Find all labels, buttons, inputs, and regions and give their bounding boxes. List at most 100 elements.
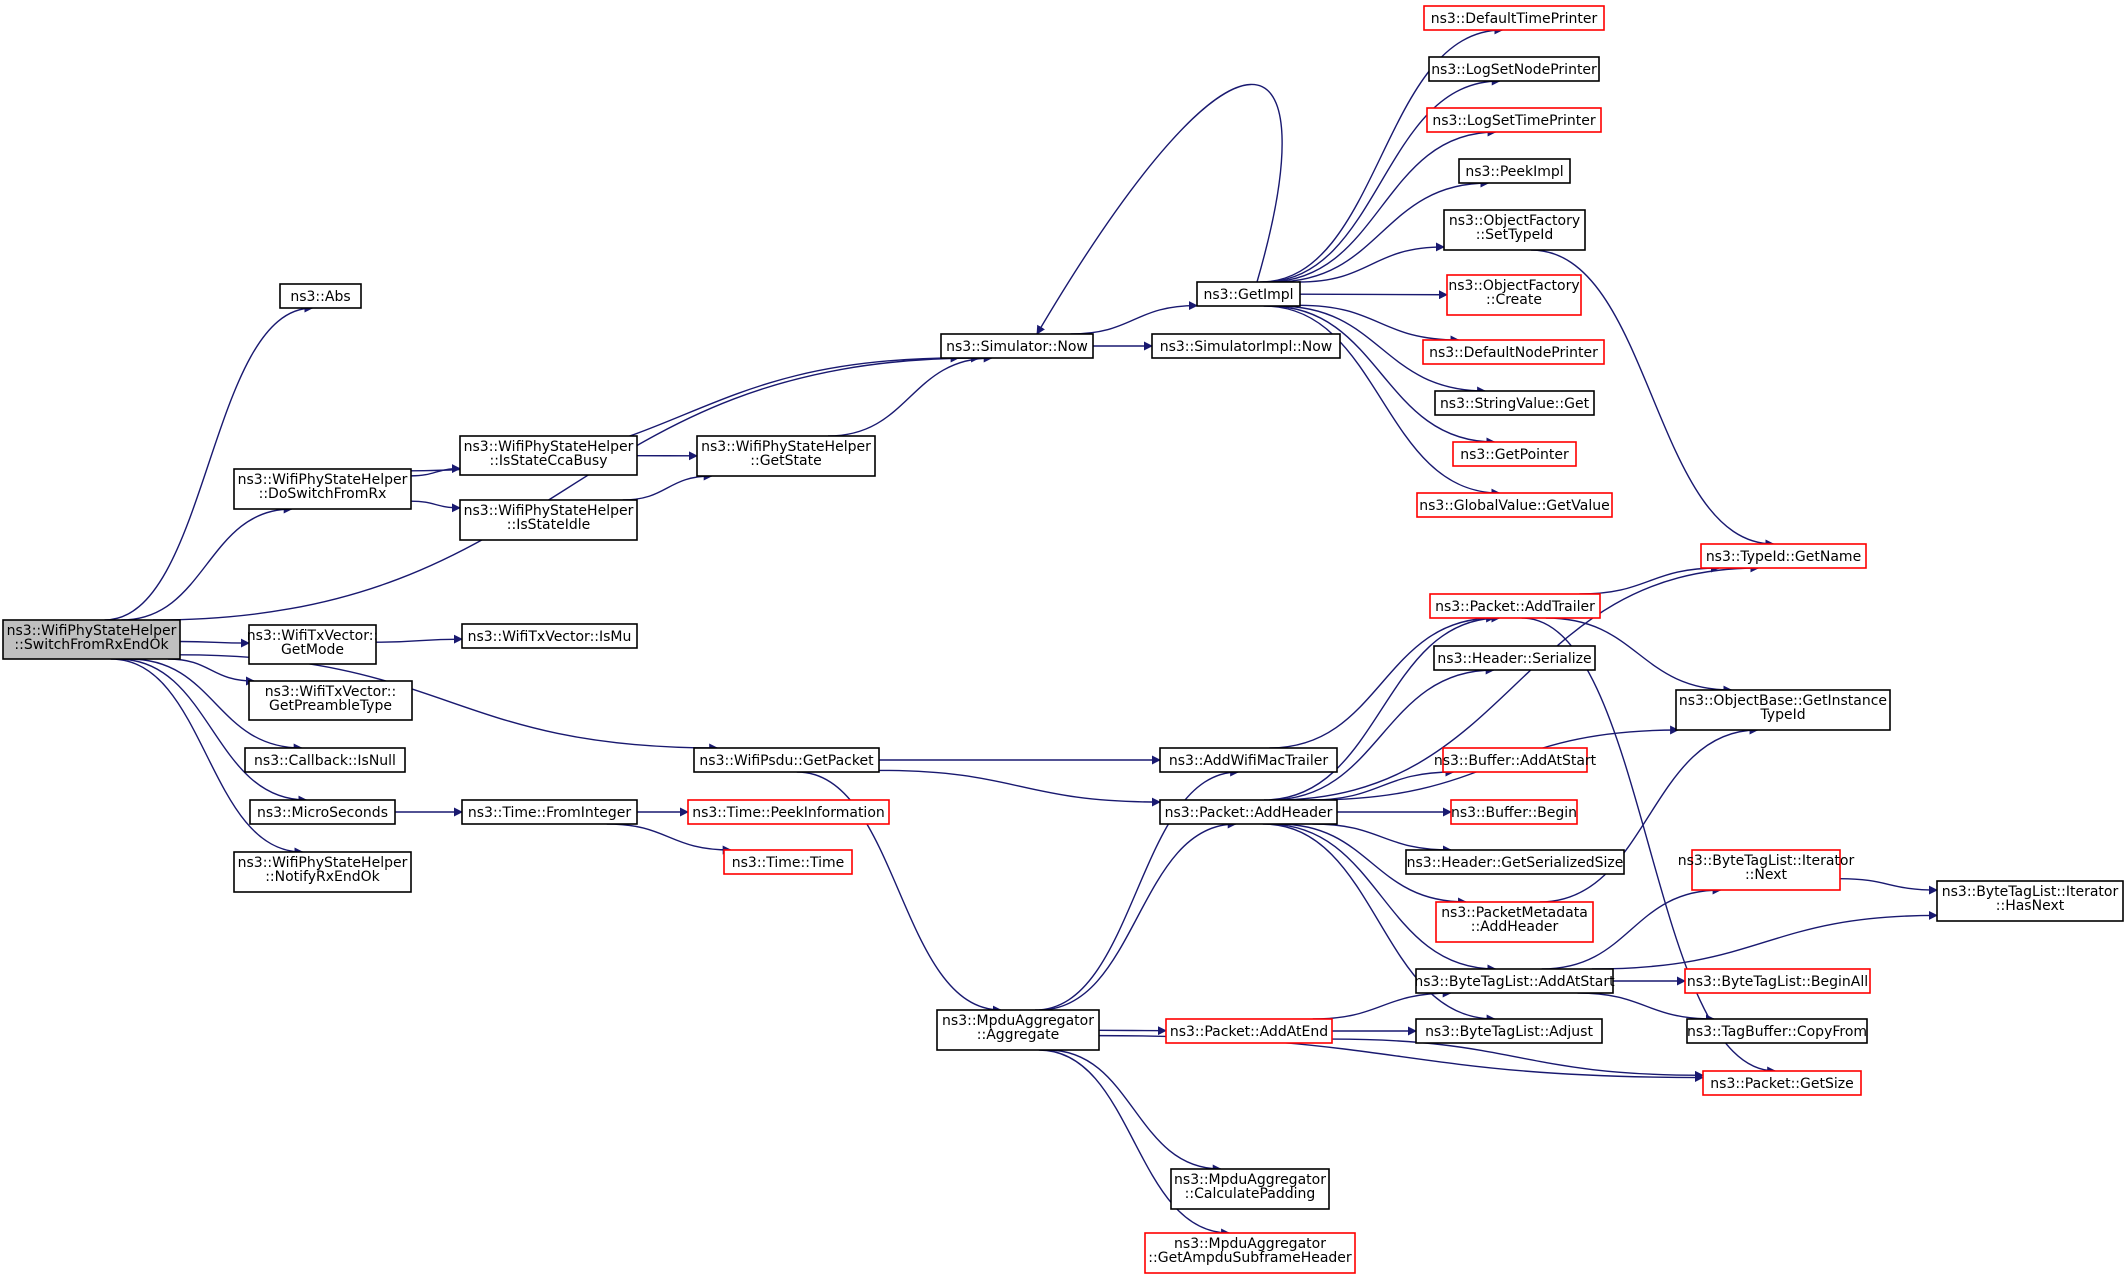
node-dswitch[interactable]: ns3::WifiPhyStateHelper::DoSwitchFromRx [233, 468, 412, 510]
node-label: ns3::WifiPhyStateHelper [464, 503, 634, 519]
node-box [1700, 543, 1867, 569]
edge-btladdstart-to-itnext [1541, 885, 1722, 970]
node-lognode[interactable]: ns3::LogSetNodePrinter [1428, 56, 1600, 82]
node-getimpl[interactable]: ns3::GetImpl [1196, 281, 1301, 307]
edge-addmac-to-addtrailer [1269, 613, 1496, 749]
node-deftime[interactable]: ns3::DefaultTimePrinter [1423, 5, 1605, 31]
node-box [1170, 1168, 1330, 1210]
node-defnode[interactable]: ns3::DefaultNodePrinter [1422, 339, 1605, 365]
node-box [1691, 849, 1841, 891]
node-addatend[interactable]: ns3::Packet::AddAtEnd [1165, 1018, 1333, 1044]
node-ccabusy[interactable]: ns3::WifiPhyStateHelper::IsStateCcaBusy [459, 435, 638, 476]
node-btladjust[interactable]: ns3::ByteTagList::Adjust [1415, 1018, 1603, 1044]
edge-addheader-to-addtrailer [1264, 613, 1501, 801]
node-label: ::DoSwitchFromRx [259, 486, 387, 502]
node-box [1144, 1232, 1356, 1274]
node-label: ::Next [1745, 867, 1788, 883]
node-label: ::AddHeader [1471, 919, 1559, 935]
node-peekinfo[interactable]: ns3::Time::PeekInformation [687, 799, 890, 825]
node-box [1936, 880, 2124, 922]
node-logtime[interactable]: ns3::LogSetTimePrinter [1426, 107, 1602, 133]
node-label: ns3::ObjectBase::GetInstance [1679, 693, 1887, 709]
node-notify[interactable]: ns3::WifiPhyStateHelper::NotifyRxEndOk [233, 851, 412, 893]
node-hdrser[interactable]: ns3::Header::Serialize [1433, 645, 1596, 671]
node-mpduagg[interactable]: ns3::MpduAggregator::Aggregate [936, 1009, 1100, 1051]
node-create[interactable]: ns3::ObjectFactory::Create [1446, 274, 1582, 316]
node-box [693, 747, 880, 773]
node-bufbegin[interactable]: ns3::Buffer::Begin [1450, 799, 1578, 825]
node-fromint[interactable]: ns3::Time::FromInteger [461, 799, 638, 825]
node-label: ns3::ByteTagList::Iterator [1942, 884, 2119, 900]
node-label: ns3::ObjectFactory [1448, 278, 1579, 294]
node-addheader[interactable]: ns3::Packet::AddHeader [1159, 799, 1338, 825]
node-simimplnow[interactable]: ns3::SimulatorImpl::Now [1151, 333, 1341, 359]
node-timetime[interactable]: ns3::Time::Time [723, 849, 853, 875]
node-box [244, 747, 406, 773]
node-box [1450, 799, 1578, 825]
node-typename[interactable]: ns3::TypeId::GetName [1700, 543, 1867, 569]
edge-itnext-to-ithasnext [1839, 877, 1938, 895]
node-box [233, 468, 412, 510]
edge-root-to-dswitch [121, 504, 293, 621]
node-box [1416, 492, 1613, 518]
node-settype[interactable]: ns3::ObjectFactory::SetTypeId [1443, 209, 1586, 251]
node-box [1165, 1018, 1333, 1044]
node-peekimpl[interactable]: ns3::PeekImpl [1458, 158, 1571, 184]
node-btlbeginall[interactable]: ns3::ByteTagList::BeginAll [1684, 968, 1871, 994]
node-getampdu[interactable]: ns3::MpduAggregator::GetAmpduSubframeHea… [1144, 1232, 1356, 1274]
node-box [940, 333, 1094, 359]
node-label: ns3::WifiPhyStateHelper [464, 439, 634, 455]
node-abs[interactable]: ns3::Abs [279, 283, 362, 309]
node-getsize[interactable]: ns3::Packet::GetSize [1702, 1070, 1862, 1096]
node-addtrailer[interactable]: ns3::Packet::AddTrailer [1429, 593, 1601, 619]
edge-addatend-to-getsize [1331, 1038, 1704, 1080]
edge-root-to-getpre [167, 658, 255, 686]
edge-psdu-to-addheader [878, 769, 1161, 807]
node-idle[interactable]: ns3::WifiPhyStateHelper::IsStateIdle [459, 499, 638, 541]
node-hdrsize[interactable]: ns3::Header::GetSerializedSize [1405, 849, 1625, 875]
node-box [1405, 849, 1625, 875]
node-micro[interactable]: ns3::MicroSeconds [249, 799, 396, 825]
node-root: ns3::WifiPhyStateHelper::SwitchFromRxEnd… [2, 619, 181, 660]
node-calcpad[interactable]: ns3::MpduAggregator::CalculatePadding [1170, 1168, 1330, 1210]
node-bufaddstart[interactable]: ns3::Buffer::AddAtStart [1434, 747, 1597, 773]
node-box [936, 1009, 1100, 1051]
node-box [1422, 339, 1605, 365]
edge-btladdstart-to-ithasnext [1591, 910, 1938, 970]
node-tagcopy[interactable]: ns3::TagBuffer::CopyFrom [1686, 1018, 1868, 1044]
edge-addheader-to-hdrser [1269, 665, 1495, 801]
node-label: ns3::MpduAggregator [1174, 1236, 1326, 1252]
node-getstate[interactable]: ns3::WifiPhyStateHelper::GetState [696, 435, 876, 477]
edge-settype-to-typename [1530, 249, 1775, 549]
node-label: ::Aggregate [977, 1027, 1059, 1043]
node-pmaddhdr[interactable]: ns3::PacketMetadata::AddHeader [1435, 901, 1594, 943]
edge-root-to-micro [117, 658, 308, 805]
edge-getimpl-to-lognode [1262, 76, 1501, 283]
node-globget[interactable]: ns3::GlobalValue::GetValue [1416, 492, 1613, 518]
edge-addtrailer-to-typename [1579, 563, 1720, 595]
edge-mpduagg-to-getampdu [1038, 1049, 1231, 1238]
node-strget[interactable]: ns3::StringValue::Get [1434, 390, 1595, 416]
node-getmode[interactable]: ns3::WifiTxVector::GetMode [247, 624, 378, 665]
node-label: ns3::SimulatorImpl::Now [1160, 339, 1333, 355]
node-label: ns3::GetImpl [1203, 287, 1293, 303]
node-btladdstart[interactable]: ns3::ByteTagList::AddAtStart [1414, 968, 1615, 994]
node-label: ns3::TypeId::GetName [1706, 549, 1861, 565]
node-ismu[interactable]: ns3::WifiTxVector::IsMu [461, 623, 638, 649]
node-isnull[interactable]: ns3::Callback::IsNull [244, 747, 406, 773]
node-addmac[interactable]: ns3::AddWifiMacTrailer [1159, 747, 1338, 773]
node-simnow[interactable]: ns3::Simulator::Now [940, 333, 1094, 359]
node-getptr[interactable]: ns3::GetPointer [1452, 441, 1577, 467]
node-label: GetPreambleType [269, 698, 392, 714]
node-label: ns3::Simulator::Now [946, 339, 1088, 355]
node-psdu[interactable]: ns3::WifiPsdu::GetPacket [693, 747, 880, 773]
node-label: ns3::Time::FromInteger [468, 805, 631, 821]
node-box [1443, 209, 1586, 251]
node-box [249, 799, 396, 825]
node-itnext[interactable]: ns3::ByteTagList::Iterator::Next [1678, 849, 1855, 891]
node-getpre[interactable]: ns3::WifiTxVector::GetPreambleType [248, 680, 413, 721]
node-box [459, 435, 638, 476]
node-ithasnext[interactable]: ns3::ByteTagList::Iterator::HasNext [1936, 880, 2124, 922]
